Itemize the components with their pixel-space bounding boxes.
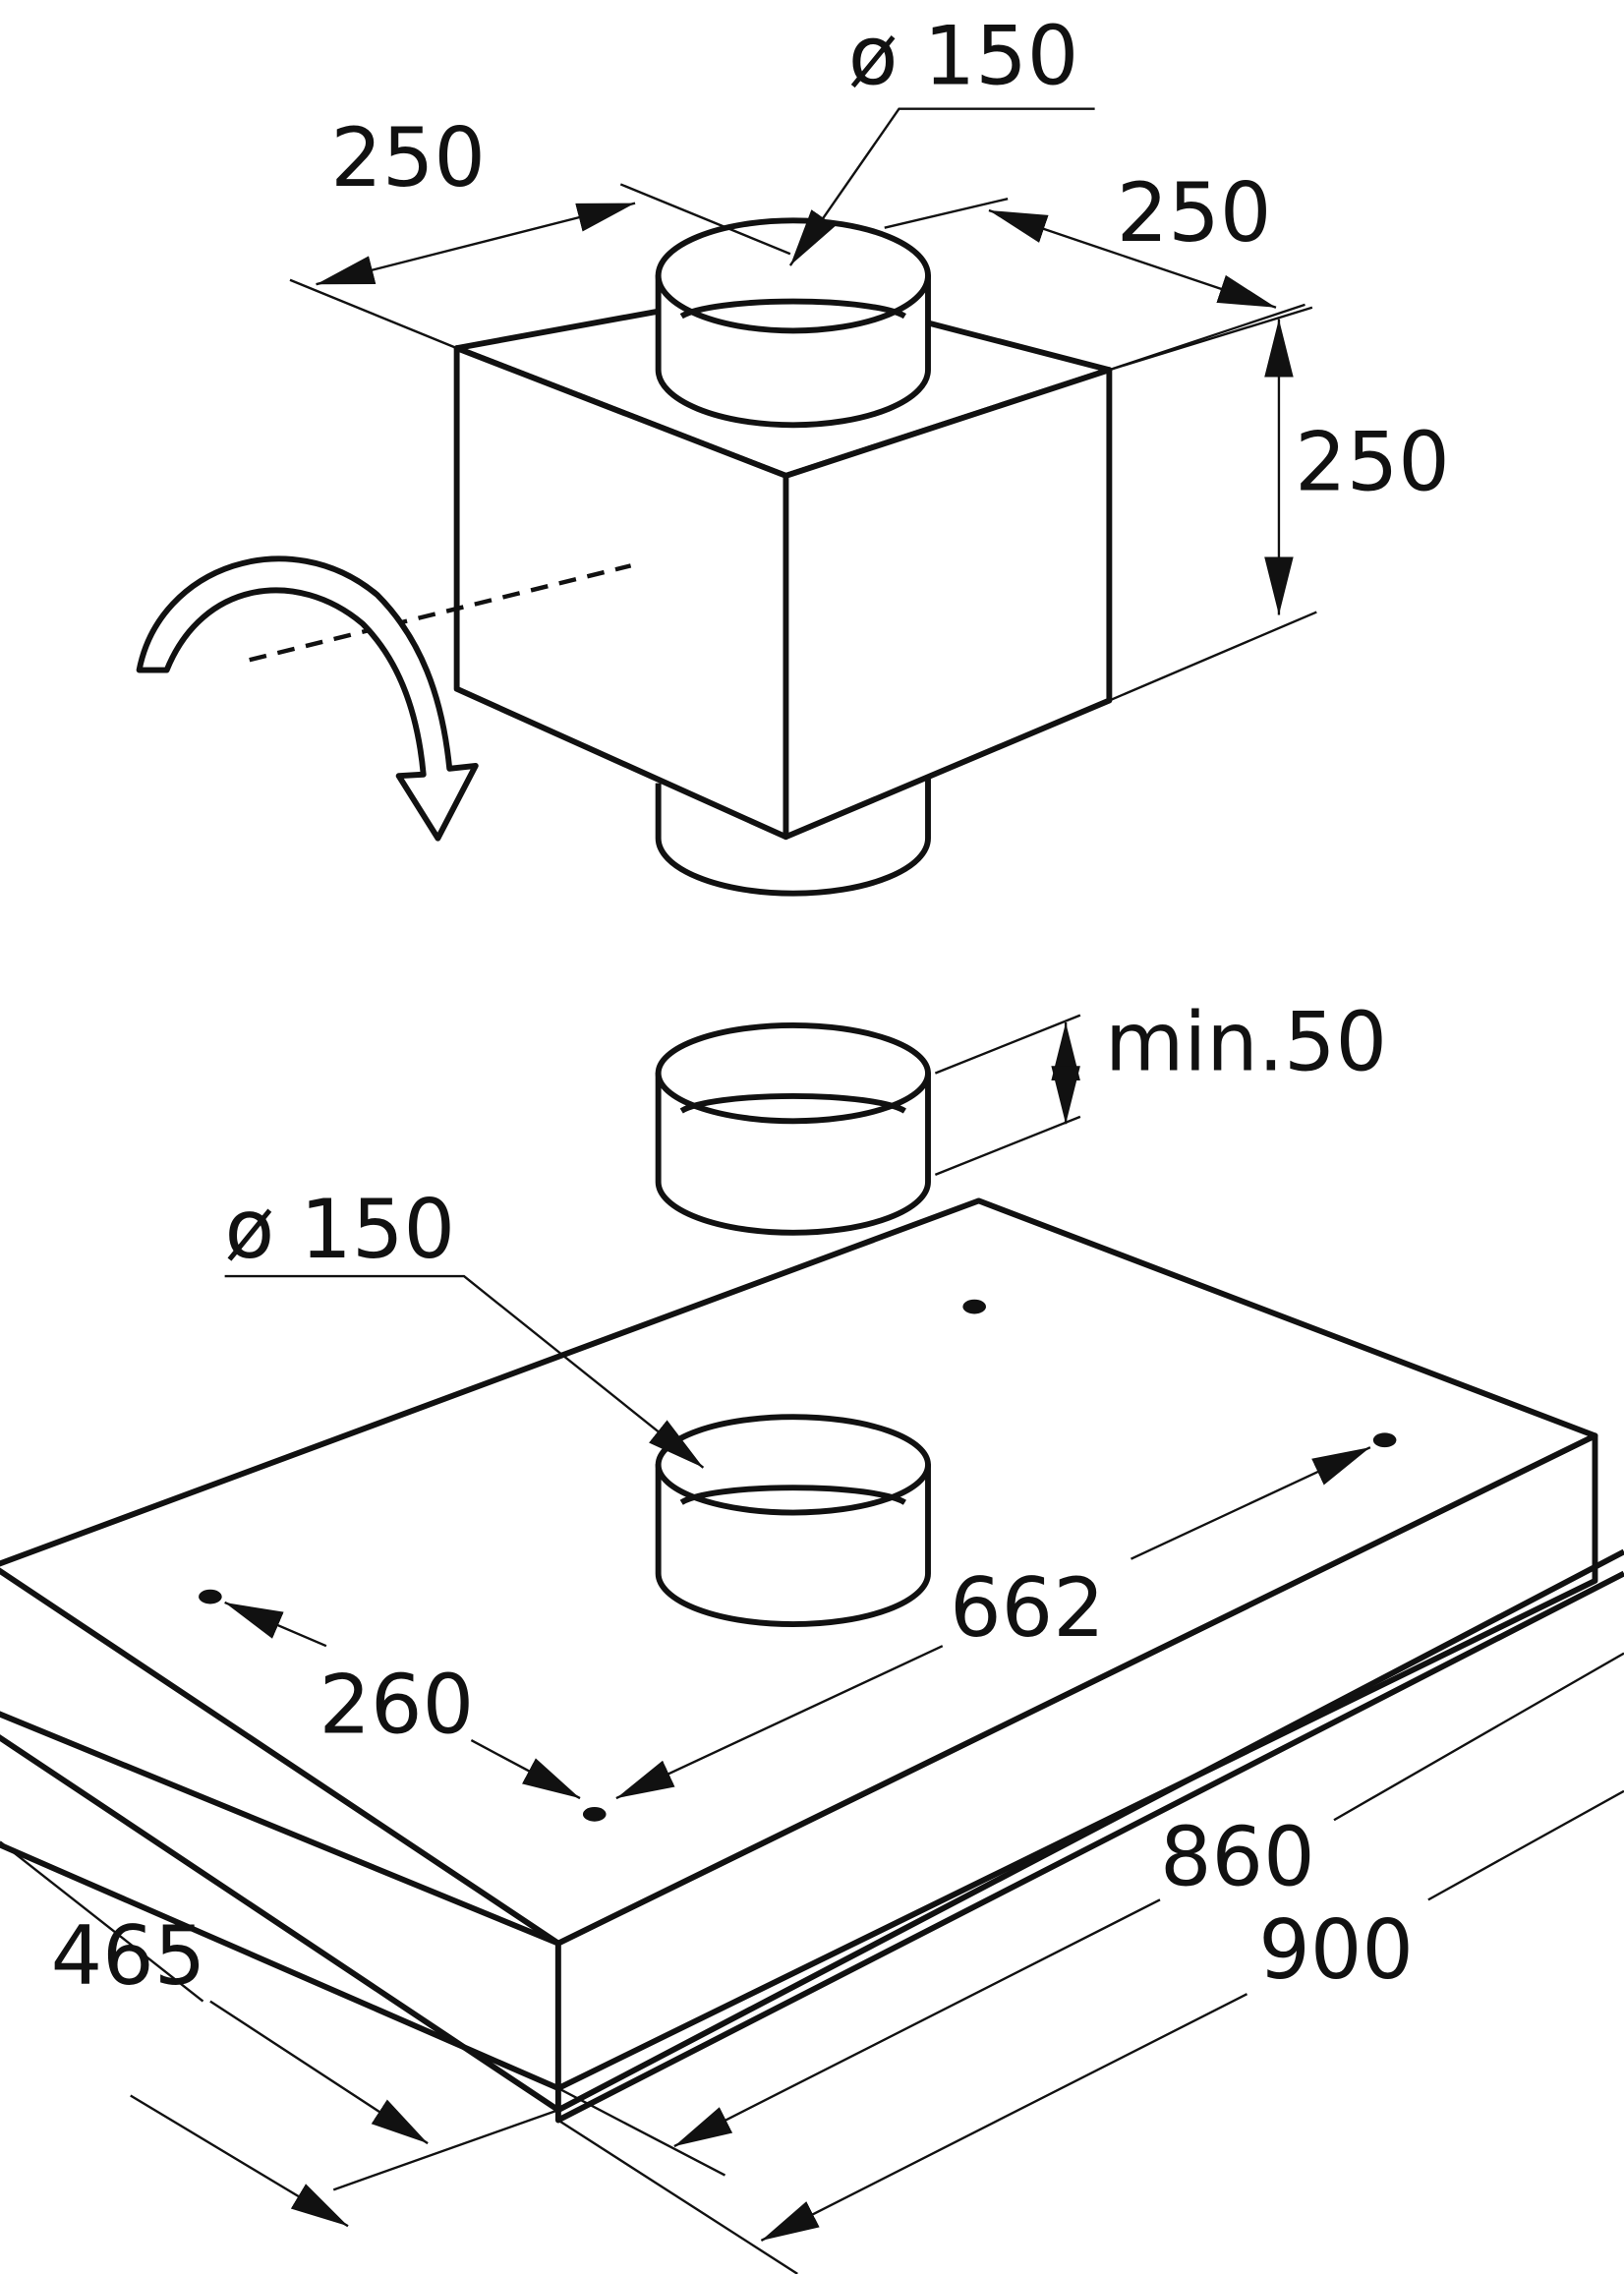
hood-body — [0, 1197, 1624, 2124]
rotation-axis — [249, 563, 632, 663]
hole-spacing-long-label: 662 — [950, 1561, 1105, 1656]
box-right-face — [783, 367, 1113, 841]
top-dimensions: ø 150 250 250 250 — [289, 10, 1450, 702]
box-top-collar — [655, 217, 931, 429]
min-collar-label: min.50 — [1105, 996, 1387, 1090]
inner-width-label: 860 — [1160, 1811, 1315, 1905]
box-height-label: 250 — [1295, 416, 1450, 510]
mounting-holes — [199, 1299, 1397, 1822]
hood-duct-outlet — [655, 1414, 931, 1628]
hole-spacing-short-label: 260 — [319, 1659, 475, 1753]
box-width-left-label: 250 — [330, 111, 486, 205]
hood-dimensions: ø 150 662 260 860 900 465 — [0, 1183, 1624, 2274]
depth-label: 465 — [51, 1909, 206, 2004]
box-bottom-collar — [655, 776, 931, 897]
box-width-right-label: 250 — [1117, 166, 1272, 261]
hood-duct-diameter-label: ø 150 — [225, 1183, 455, 1277]
outer-width-label: 900 — [1258, 1903, 1414, 1998]
loose-collar: min.50 — [655, 996, 1387, 1236]
rotate-arrow-icon — [136, 555, 479, 842]
top-duct-diameter-label: ø 150 — [848, 10, 1078, 104]
adapter-box — [136, 217, 1113, 897]
